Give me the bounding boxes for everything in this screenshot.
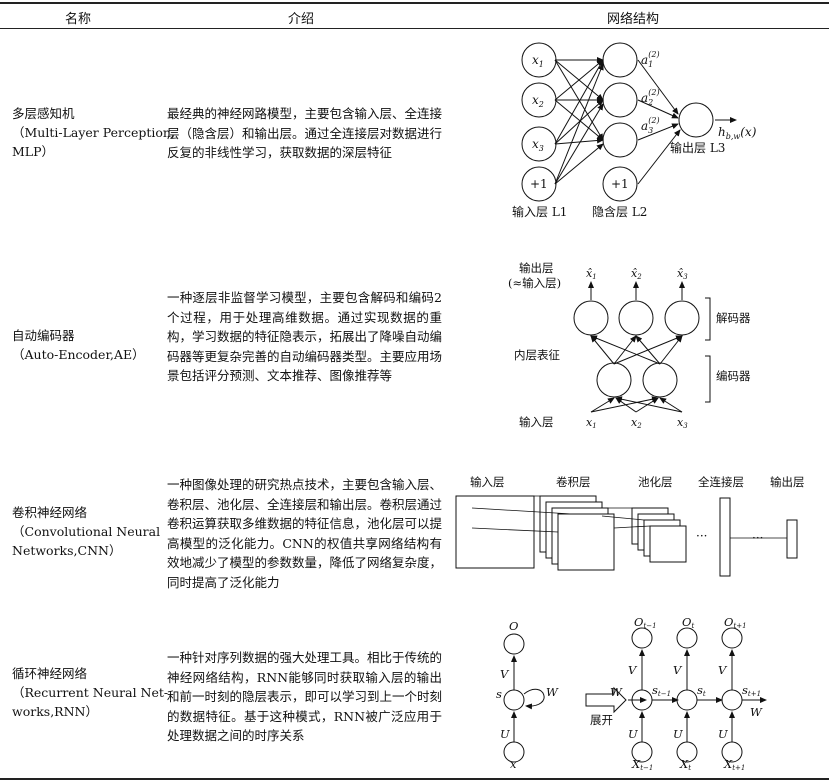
name-en: （Recurrent Neural Net- bbox=[12, 685, 169, 700]
rnn-U: U bbox=[500, 727, 510, 741]
top-rule bbox=[0, 2, 829, 4]
name-cn: 多层感知机 bbox=[12, 106, 75, 121]
rnn-O-t: Ot bbox=[682, 615, 694, 630]
ae-input-label: 输入层 bbox=[519, 415, 554, 429]
ae-decoder-label: 解码器 bbox=[716, 311, 751, 325]
rnn-V: V bbox=[500, 667, 510, 681]
ae-xhat-2: x̂2 bbox=[631, 267, 642, 281]
rnn-O-t-1: Ot−1 bbox=[634, 615, 657, 630]
ae-encoder-label: 编码器 bbox=[716, 369, 751, 383]
mlp-input-1: x1 bbox=[532, 53, 544, 69]
rnn-W-unrolled: W bbox=[610, 685, 623, 699]
rnn-V-1: V bbox=[628, 663, 638, 677]
mlp-label-input: 输入层 L1 bbox=[512, 204, 567, 219]
row-ae-name: 自动编码器 （Auto-Encoder,AE） bbox=[12, 326, 145, 364]
rnn-U-2: U bbox=[673, 727, 683, 741]
mlp-input-3: x3 bbox=[532, 137, 544, 153]
row-rnn-name: 循环神经网络 （Recurrent Neural Net- works,RNN） bbox=[12, 664, 168, 721]
mlp-hidden-bias: +1 bbox=[611, 177, 629, 191]
row-cnn-desc: 一种图像处理的研究热点技术，主要包含输入层、卷积层、池化层、全连接层和输出层。卷… bbox=[167, 477, 443, 590]
ae-output-approx-label: (≈输入层) bbox=[508, 276, 561, 290]
rnn-unfold-label: 展开 bbox=[590, 713, 613, 727]
mlp-label-hidden: 隐含层 L2 bbox=[592, 204, 647, 219]
rnn-x: x bbox=[510, 757, 517, 771]
ae-xhat-1: x̂1 bbox=[586, 267, 597, 281]
rnn-O: O bbox=[509, 619, 519, 633]
ae-x-1: x1 bbox=[586, 416, 597, 430]
autoencoder-diagram: 输出层 (≈输入层) 内层表征 输入层 解码器 编码器 x̂1 x̂2 x̂3 … bbox=[508, 261, 751, 430]
header-structure: 网络结构 bbox=[607, 12, 660, 27]
rnn-diagram: O V W s U x W W Ot−1 Ot Ot+1 V V V st−1 … bbox=[496, 615, 767, 772]
ae-x-2: x2 bbox=[631, 416, 642, 430]
name-en: （Auto-Encoder,AE） bbox=[12, 347, 145, 362]
rnn-U-3: U bbox=[718, 727, 728, 741]
mlp-label-output: 输出层 L3 bbox=[670, 140, 725, 155]
header-rule bbox=[0, 28, 829, 29]
mlp-hidden-3: a3(2) bbox=[641, 116, 660, 135]
rnn-U-1: U bbox=[628, 727, 638, 741]
rnn-O-t+1: Ot+1 bbox=[724, 615, 747, 630]
rnn-V-3: V bbox=[718, 663, 728, 677]
cnn-dots-2: ··· bbox=[752, 531, 763, 545]
rnn-s-t-1: st−1 bbox=[652, 683, 671, 698]
mlp-hidden-2: a2(2) bbox=[641, 88, 660, 107]
mlp-diagram: x1 x2 x3 +1 +1 a1(2) a2(2) a3(2) hb,w(x)… bbox=[512, 42, 757, 219]
header-intro: 介绍 bbox=[288, 12, 315, 27]
mlp-output-formula: hb,w(x) bbox=[718, 125, 757, 141]
rnn-s-t+1: st+1 bbox=[742, 683, 761, 698]
cnn-layer-pool: 池化层 bbox=[638, 475, 673, 489]
ae-inner-label: 内层表征 bbox=[514, 348, 560, 362]
row-mlp-desc: 最经典的神经网路模型，主要包含输入层、全连接层（隐含层）和输出层。通过全连接层对… bbox=[167, 106, 443, 160]
cnn-dots-1: ··· bbox=[696, 529, 707, 543]
rnn-W: W bbox=[546, 685, 559, 699]
bottom-rule bbox=[0, 778, 829, 780]
rnn-V-2: V bbox=[673, 663, 683, 677]
cnn-layer-input: 输入层 bbox=[470, 475, 505, 489]
name-en: （Convolutional Neural bbox=[12, 524, 161, 539]
row-mlp-name: 多层感知机 （Multi-Layer Perception, MLP） bbox=[12, 104, 175, 161]
name-en: MLP） bbox=[12, 144, 55, 159]
name-en: （Multi-Layer Perception, bbox=[12, 125, 175, 140]
ae-x-3: x3 bbox=[677, 416, 688, 430]
name-en: works,RNN） bbox=[12, 704, 98, 719]
row-rnn-desc: 一种针对序列数据的强大处理工具。相比于传统的神经网络结构，RNN能够同时获取输入… bbox=[167, 650, 443, 743]
rnn-X-t: Xt bbox=[679, 757, 691, 772]
cnn-layer-fc: 全连接层 bbox=[698, 475, 744, 489]
rnn-X-t-1: Xt−1 bbox=[631, 757, 653, 772]
name-en: Networks,CNN） bbox=[12, 543, 122, 558]
ae-output-label: 输出层 bbox=[519, 261, 554, 275]
name-cn: 卷积神经网络 bbox=[12, 505, 88, 520]
mlp-input-2: x2 bbox=[532, 93, 544, 109]
cnn-layer-output: 输出层 bbox=[770, 475, 805, 489]
ae-xhat-3: x̂3 bbox=[677, 267, 688, 281]
rnn-s: s bbox=[496, 687, 502, 701]
mlp-hidden-1: a1(2) bbox=[641, 50, 660, 69]
row-ae-desc: 一种逐层非监督学习模型，主要包含解码和编码2个过程，用于处理高维数据。通过实现数… bbox=[167, 290, 443, 383]
header-name: 名称 bbox=[65, 12, 92, 27]
row-cnn-name: 卷积神经网络 （Convolutional Neural Networks,CN… bbox=[12, 503, 160, 560]
rnn-s-t: st bbox=[697, 683, 706, 698]
name-cn: 自动编码器 bbox=[12, 328, 75, 343]
mlp-input-bias: +1 bbox=[530, 177, 548, 191]
name-cn: 循环神经网络 bbox=[12, 666, 88, 681]
cnn-layer-conv: 卷积层 bbox=[556, 475, 591, 489]
rnn-W-end: W bbox=[750, 705, 763, 719]
cnn-diagram: 输入层 卷积层 池化层 全连接层 输出层 ··· ··· bbox=[455, 475, 805, 577]
rnn-X-t+1: Xt+1 bbox=[723, 757, 745, 772]
